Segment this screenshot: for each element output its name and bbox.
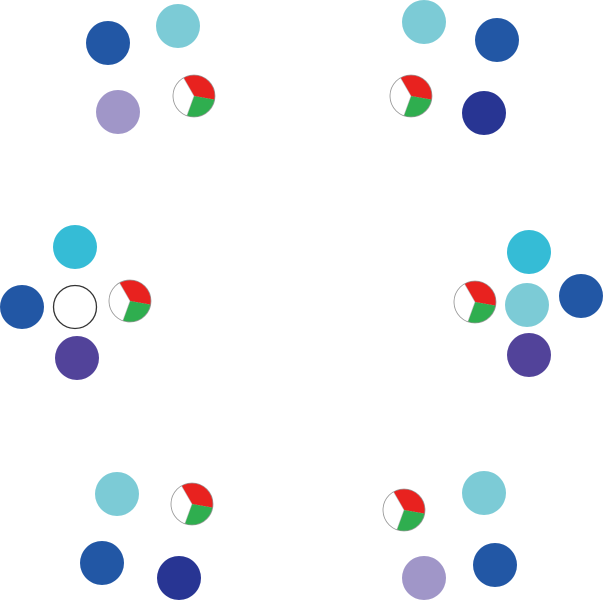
pie-outline — [382, 488, 426, 532]
group-bottom-left — [80, 472, 214, 600]
pie-red-slice — [393, 489, 425, 514]
blue-circle[interactable] — [80, 541, 124, 585]
group-middle-right — [453, 230, 603, 377]
tricolor-pie-icon[interactable] — [382, 488, 426, 532]
pie-red-slice — [181, 483, 213, 508]
light-cyan-circle[interactable] — [505, 283, 549, 327]
purple-circle[interactable] — [507, 333, 551, 377]
lavender-circle[interactable] — [96, 90, 140, 134]
blue-circle[interactable] — [559, 274, 603, 318]
group-top-left — [86, 4, 216, 134]
pie-outline — [453, 280, 497, 324]
cyan-circle[interactable] — [53, 225, 97, 269]
pie-red-slice — [400, 75, 432, 100]
tricolor-pie-icon[interactable] — [170, 482, 214, 526]
tricolor-pie-icon[interactable] — [172, 74, 216, 118]
light-cyan-circle[interactable] — [95, 472, 139, 516]
pie-outline — [172, 74, 216, 118]
blue-circle[interactable] — [86, 21, 130, 65]
light-cyan-circle[interactable] — [462, 471, 506, 515]
blue-circle[interactable] — [475, 18, 519, 62]
cyan-circle[interactable] — [507, 230, 551, 274]
pie-red-slice — [464, 281, 496, 306]
lavender-circle[interactable] — [402, 556, 446, 600]
group-middle-left — [0, 225, 152, 380]
blue-circle[interactable] — [473, 543, 517, 587]
tricolor-pie-icon[interactable] — [389, 74, 433, 118]
tricolor-pie-icon[interactable] — [453, 280, 497, 324]
group-bottom-right — [382, 471, 517, 600]
pie-red-slice — [183, 75, 216, 100]
pie-red-slice — [119, 280, 152, 305]
tricolor-pie-icon[interactable] — [108, 279, 152, 323]
empty-circle[interactable] — [52, 284, 98, 330]
navy-circle[interactable] — [157, 556, 201, 600]
group-top-right — [389, 0, 519, 135]
purple-circle[interactable] — [55, 336, 99, 380]
pie-outline — [170, 482, 214, 526]
pie-outline — [389, 74, 433, 118]
blue-circle[interactable] — [0, 285, 44, 329]
light-cyan-circle[interactable] — [156, 4, 200, 48]
pie-outline — [108, 279, 152, 323]
light-cyan-circle[interactable] — [402, 0, 446, 44]
navy-circle[interactable] — [462, 91, 506, 135]
